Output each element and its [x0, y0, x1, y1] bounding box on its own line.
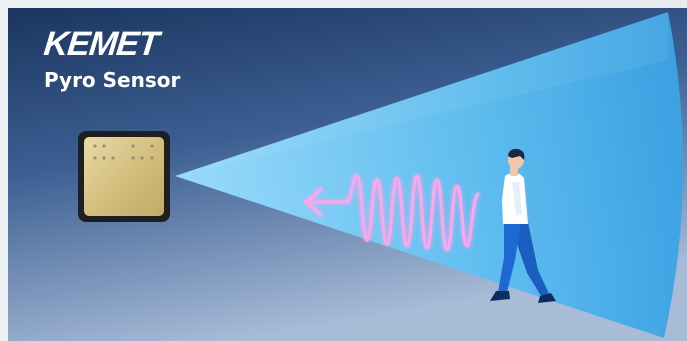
brand-block: KEMET Pyro Sensor — [44, 26, 180, 92]
kemet-logo: KEMET — [42, 26, 182, 62]
product-title: Pyro Sensor — [44, 68, 180, 92]
pyro-sensor-chip-icon — [78, 131, 170, 222]
